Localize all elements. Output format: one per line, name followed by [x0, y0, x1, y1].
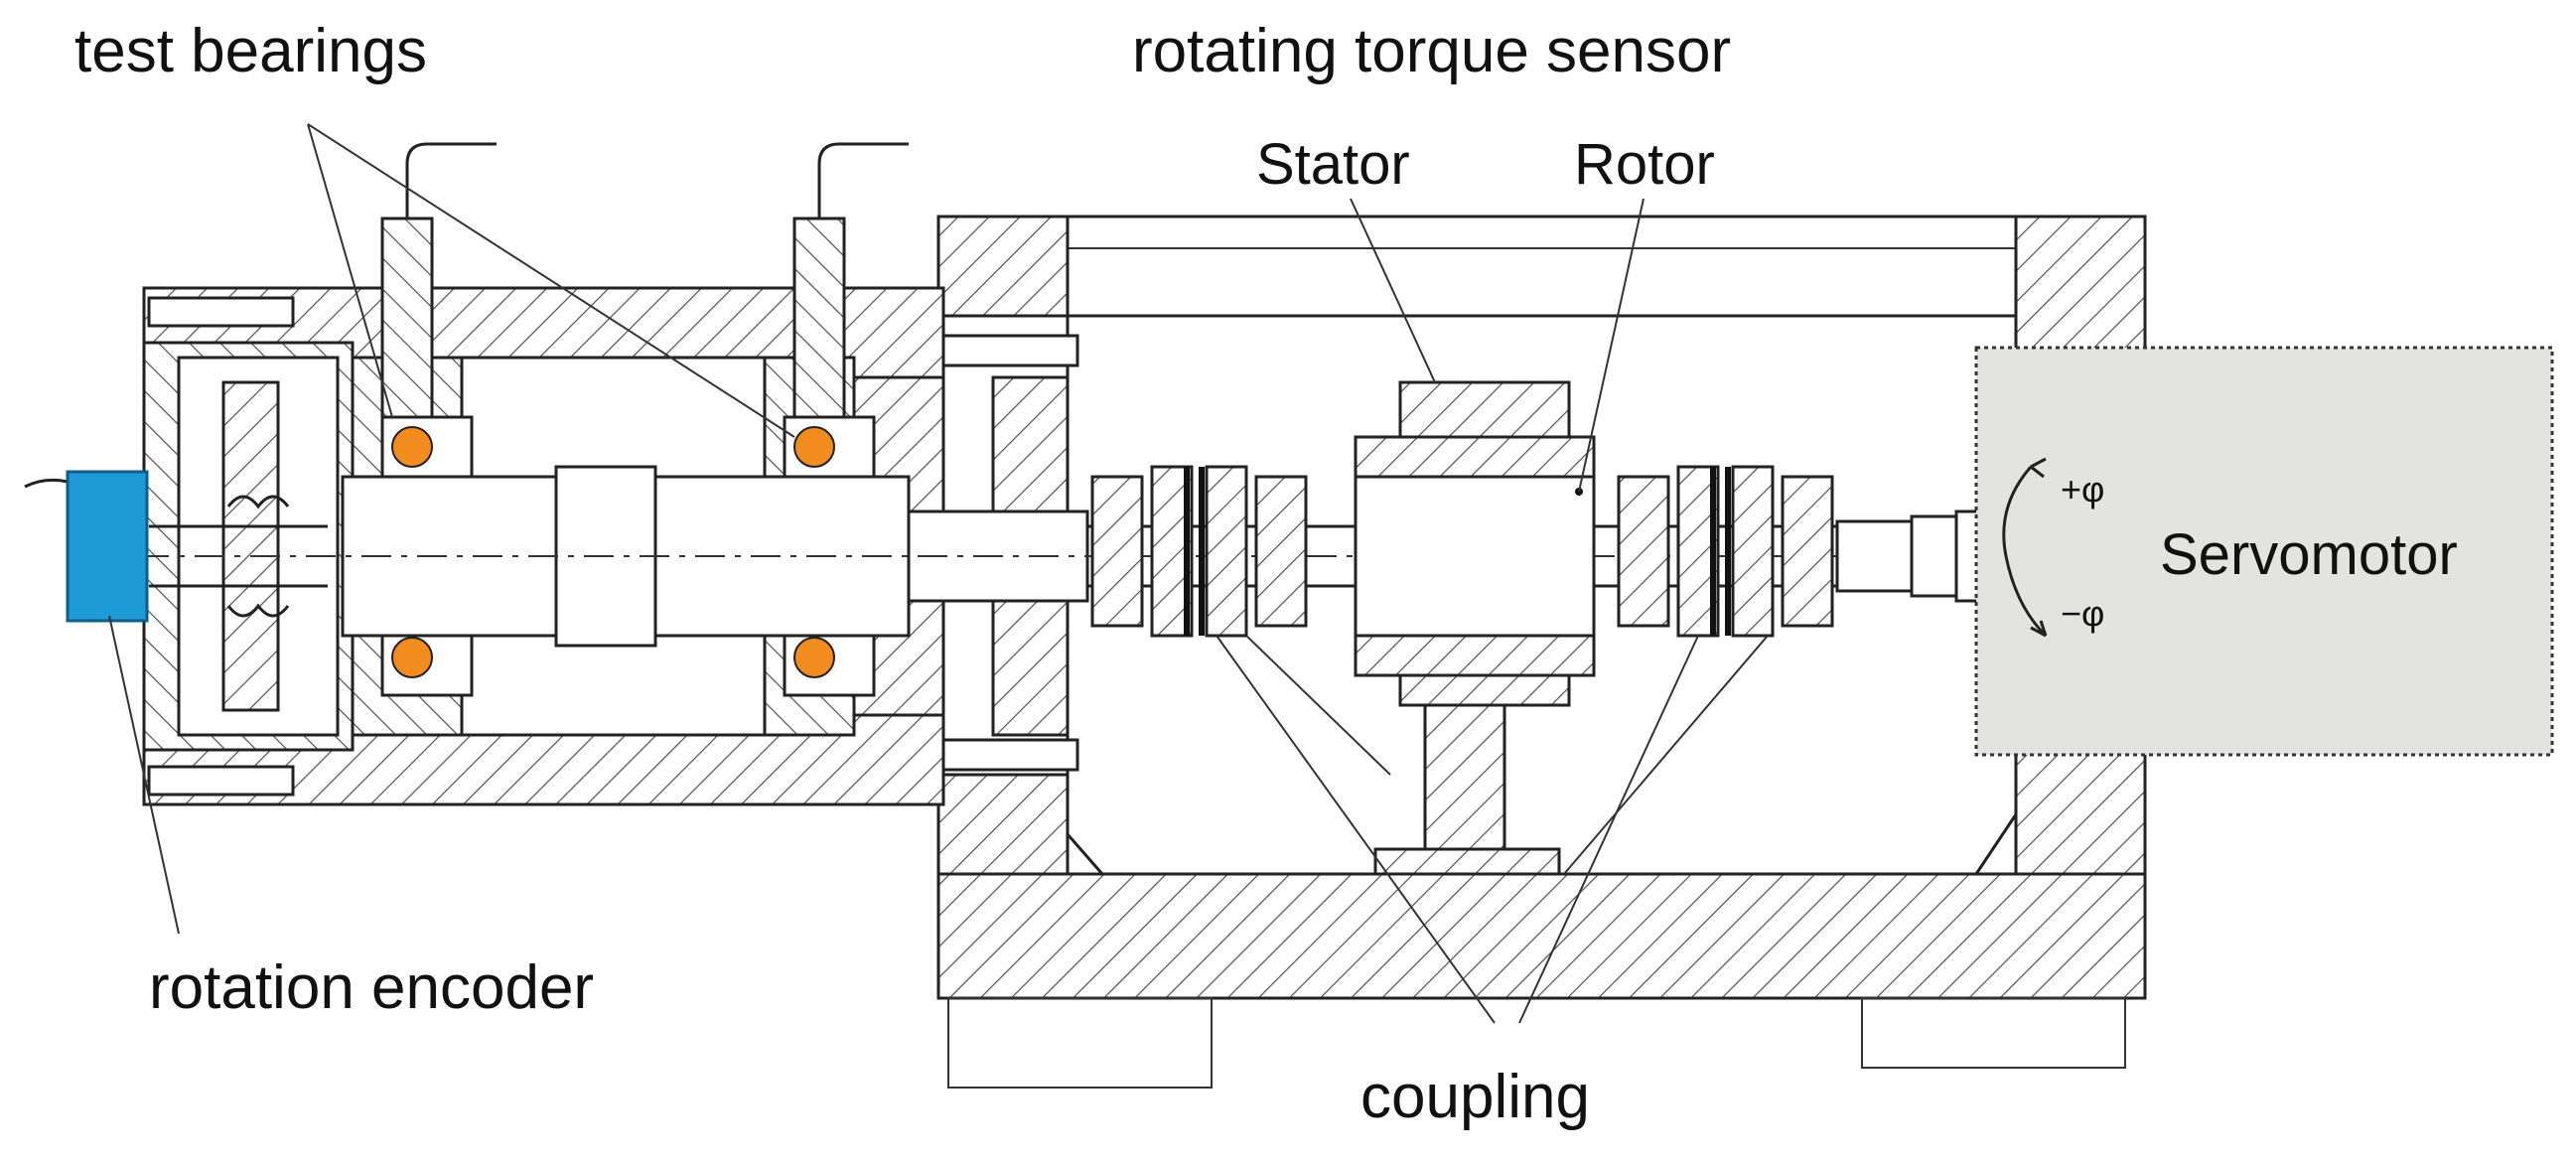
sensor-stand	[1373, 698, 1561, 876]
stator-label: Stator	[1256, 132, 1410, 197]
servomotor-box	[1974, 346, 2554, 757]
bellows-coupling	[149, 495, 328, 618]
plus-phi-label: +φ	[2061, 469, 2104, 510]
test-bearings-label: test bearings	[74, 17, 427, 85]
base-plate	[936, 872, 2147, 1089]
rotating-torque-sensor-label: rotating torque sensor	[1132, 17, 1731, 85]
frame-top-rail	[936, 215, 2147, 318]
coupling-label: coupling	[1360, 1063, 1590, 1131]
coupling-left	[1090, 465, 1308, 638]
rotor-label: Rotor	[1574, 132, 1715, 197]
sensor-probe-2	[792, 142, 909, 419]
motor-shaft-end	[1835, 510, 1988, 603]
test-bearing-1	[380, 415, 474, 697]
servomotor-label: Servomotor	[2160, 522, 2458, 587]
rotation-encoder-label: rotation encoder	[149, 953, 594, 1022]
sensor-probe-1	[380, 142, 497, 419]
minus-phi-label: −φ	[2061, 593, 2104, 634]
coupling-right	[1617, 465, 1834, 638]
test-bearing-2	[783, 415, 876, 697]
leader-lines	[108, 123, 1769, 1024]
rotation-encoder-block	[24, 470, 149, 623]
torque-sensor	[1354, 380, 1596, 707]
